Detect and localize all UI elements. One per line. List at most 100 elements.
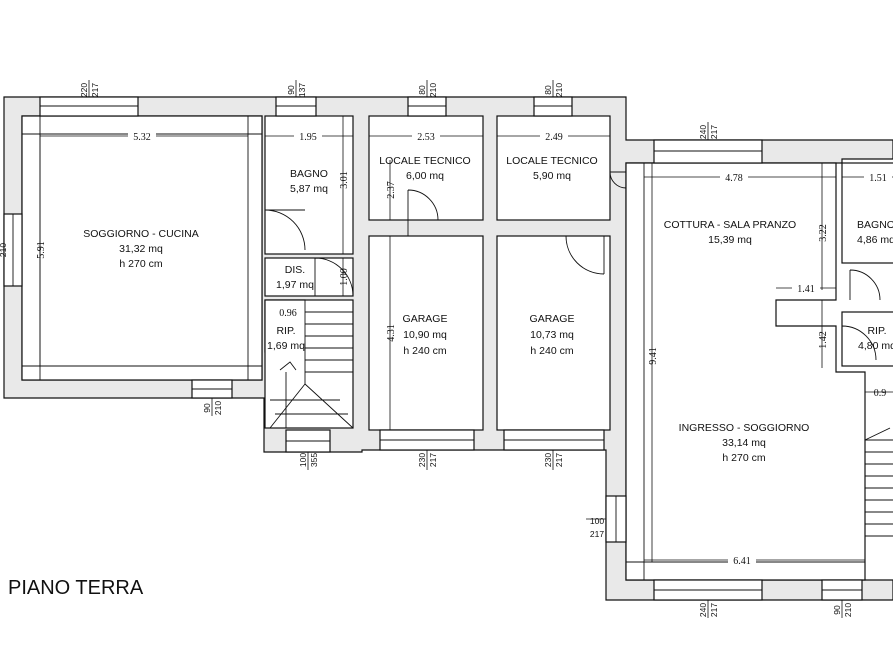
dim-bg [276, 306, 300, 318]
window-label-80-b: 80 210 [543, 83, 564, 97]
door-rip-2 [841, 325, 877, 362]
dim-label: 0.9 [874, 388, 887, 399]
door-bagno-2 [849, 269, 881, 301]
room-area: 31,32 mq [119, 243, 163, 255]
window-width: 220 [79, 83, 89, 97]
room-area: 10,73 mq [530, 329, 574, 341]
window-height: 210 [843, 603, 853, 617]
dim-label: 6.41 [733, 556, 751, 567]
window-width: 90 [202, 403, 212, 413]
dim-label: 3.01 [339, 171, 350, 189]
window-height: 217 [428, 453, 438, 467]
dim-bg [540, 130, 568, 142]
room-soggiorno-cucina-area [21, 115, 263, 381]
room-name: COTTURA - SALA PRANZO [664, 219, 796, 231]
window-top-2 [275, 96, 317, 117]
window-label-90-bottom: 90 210 [202, 401, 223, 415]
room-area: 4,80 mq [858, 340, 893, 352]
window-height: 217 [709, 603, 719, 617]
window-label-220: 220 217 [79, 83, 100, 97]
window-top-5 [653, 139, 763, 164]
room-name: BAGNO [857, 219, 893, 231]
window-height: 355 [309, 453, 319, 467]
room-area: 1,97 mq [276, 279, 314, 291]
room-name: LOCALE TECNICO [506, 155, 597, 167]
room-name: INGRESSO - SOGGIORNO [679, 422, 810, 434]
window-width: 90 [832, 605, 842, 615]
window-label-100-217: 100 217 [590, 516, 604, 539]
room-area: 5,87 mq [290, 183, 328, 195]
door-locale-tecnico-1 [407, 189, 439, 236]
room-garage-2-area [496, 235, 611, 431]
dim-bg [792, 282, 820, 294]
room-ingresso-soggiorno-area [625, 162, 866, 581]
window-top-4 [533, 96, 573, 117]
dim-bg [412, 130, 440, 142]
stair-area [264, 299, 354, 429]
window-width: 100 [298, 453, 308, 467]
room-area: 6,00 mq [406, 170, 444, 182]
window-width: 240 [698, 125, 708, 139]
room-area: 10,90 mq [403, 329, 447, 341]
dim-label: 1.95 [299, 132, 317, 143]
room-height: h 240 cm [403, 345, 446, 357]
window-label-80-a: 80 210 [417, 83, 438, 97]
room-name: DIS. [285, 264, 305, 276]
door-cottura [609, 171, 627, 189]
window-width: 80 [417, 85, 427, 95]
stair-1 [269, 300, 354, 429]
dim-label: 1.41 [797, 284, 815, 295]
dim-label: 2.37 [386, 181, 397, 199]
dim-label: 1.42 [818, 331, 829, 349]
window-label-230-b: 230 217 [543, 453, 564, 467]
window-width: 230 [417, 453, 427, 467]
dim-label: 2.49 [545, 132, 563, 143]
door-garage-2 [565, 235, 605, 275]
room-height: h 240 cm [530, 345, 573, 357]
room-height: h 270 cm [119, 258, 162, 270]
window-height: 217 [554, 453, 564, 467]
window-label-240-top: 240 217 [698, 125, 719, 139]
dim-label: 4.78 [725, 173, 743, 184]
room-area: 4,86 mq [857, 234, 893, 246]
room-name: BAGNO [290, 168, 328, 180]
dim-label: 1.51 [869, 173, 887, 184]
window-width: 240 [698, 603, 708, 617]
dim-label: 4.31 [386, 324, 397, 342]
window-height: 217 [709, 125, 719, 139]
room-dis-area [264, 257, 354, 297]
dim-bg [720, 171, 748, 183]
room-name: GARAGE [530, 313, 575, 325]
room-rip-2-area [841, 311, 893, 367]
window-height: 210 [554, 83, 564, 97]
room-height: h 270 cm [722, 452, 765, 464]
window-label-230-a: 230 217 [417, 453, 438, 467]
dim-label: 0.96 [279, 308, 297, 319]
dim-bg [128, 130, 156, 142]
door-bagno-1 [264, 209, 306, 251]
room-area: 15,39 mq [708, 234, 752, 246]
room-area: 5,90 mq [533, 170, 571, 182]
window-height: 217 [590, 529, 604, 539]
room-name: LOCALE TECNICO [379, 155, 470, 167]
dim-label: 2.53 [417, 132, 435, 143]
room-name: SOGGIORNO - CUCINA [83, 228, 199, 240]
dim-bg [294, 130, 322, 142]
window-width: 100 [590, 516, 604, 526]
room-name: RIP. [276, 325, 295, 337]
window-label-90-137: 90 137 [286, 83, 307, 97]
room-name: GARAGE [403, 313, 448, 325]
window-height: 137 [297, 83, 307, 97]
room-name: RIP. [867, 325, 886, 337]
dim-label: 9.41 [648, 347, 659, 365]
dim-bg [728, 554, 756, 566]
dim-label: 5.91 [36, 241, 47, 259]
dim-label: 3.22 [818, 224, 829, 242]
window-height: 217 [90, 83, 100, 97]
room-area: 1,69 mq [267, 340, 305, 352]
window-width: 80 [543, 85, 553, 95]
dim-label: 5.32 [133, 132, 151, 143]
room-area: 33,14 mq [722, 437, 766, 449]
window-left-label: 210 [0, 243, 8, 257]
dim-bg [864, 171, 892, 183]
